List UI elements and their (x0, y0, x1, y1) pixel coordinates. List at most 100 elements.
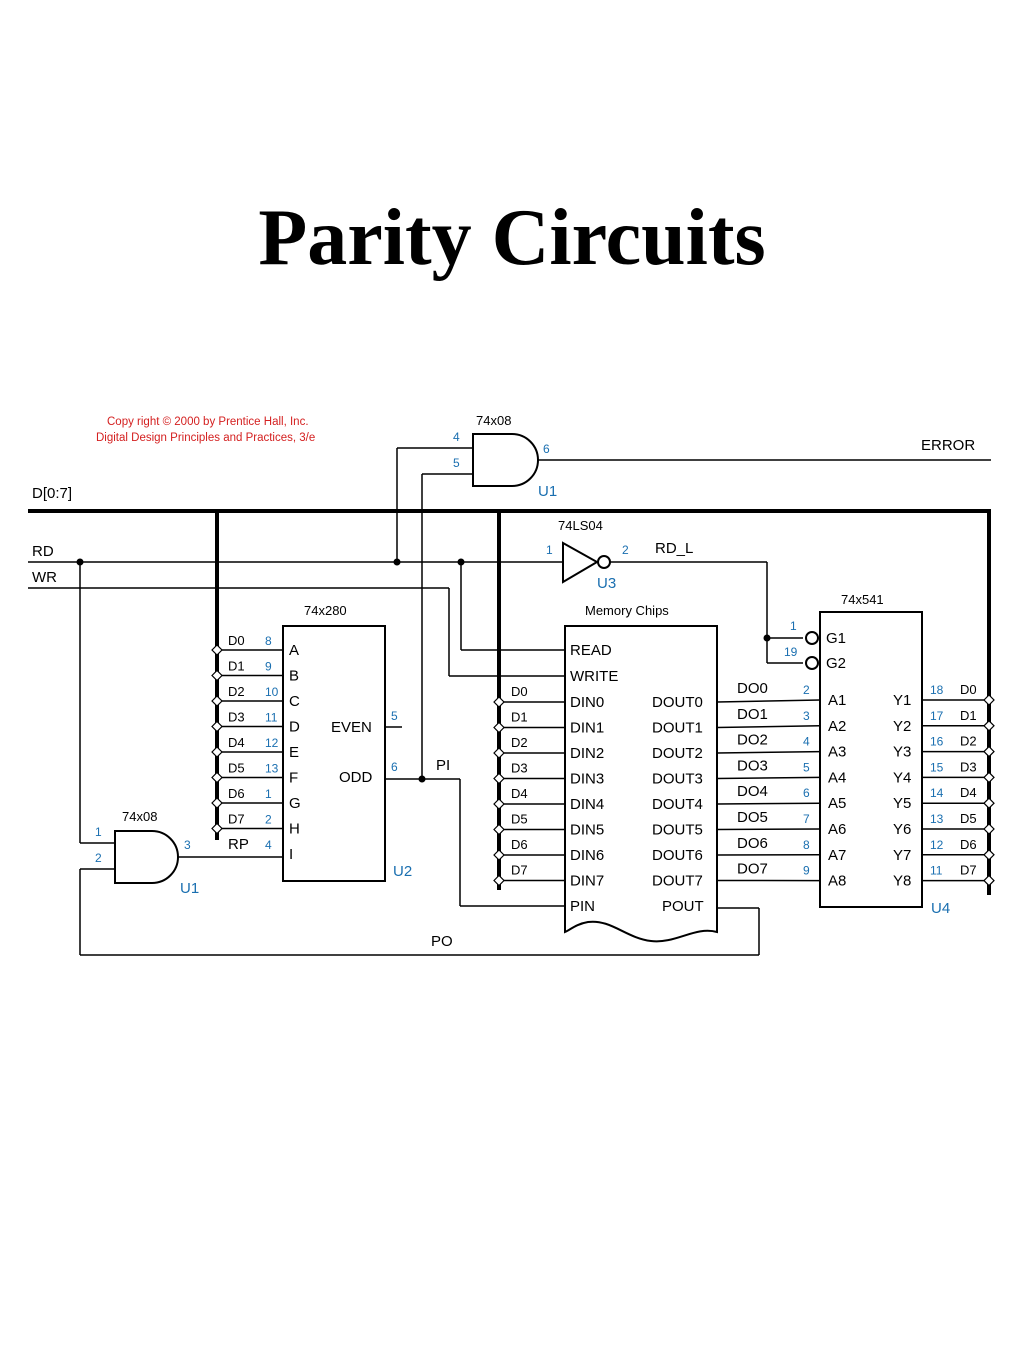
y-bus-label: D1 (960, 708, 977, 723)
bus-tap (983, 874, 995, 887)
chip-pin-name: B (289, 668, 299, 685)
pin-label: PIN (570, 898, 595, 915)
chip-type-label: 74x541 (841, 592, 884, 607)
chip-pin-name: F (289, 770, 298, 787)
do-wire (716, 828, 821, 831)
pin-number: 2 (803, 683, 810, 697)
do-wire (716, 699, 821, 703)
pin-number: 8 (265, 634, 272, 648)
pin-number: 11 (930, 864, 943, 878)
pin-number: 4 (453, 430, 460, 444)
bus-tap (211, 644, 223, 656)
do-wire (716, 802, 821, 805)
do-wire (716, 725, 821, 729)
pin-number: 11 (265, 711, 278, 725)
pin-number: 2 (95, 851, 102, 865)
dout-label: DOUT2 (652, 745, 703, 762)
pin-number: 4 (803, 735, 810, 749)
wr-label: WR (32, 569, 57, 586)
input-bus-label: RP (228, 836, 249, 853)
y-bus-label: D0 (960, 682, 977, 697)
chip-pin-name: C (289, 693, 300, 710)
pin-number: 2 (265, 813, 272, 827)
din-label: DIN5 (570, 822, 604, 839)
do-net-label: DO2 (737, 732, 768, 749)
y-pin-name: Y7 (893, 847, 911, 864)
page-title: Parity Circuits (258, 194, 766, 282)
bus-tap (493, 798, 505, 810)
and-gate-u1-bottom: 74x08 1 2 3 U1 (95, 809, 283, 897)
odd-label: ODD (339, 769, 373, 786)
a-pin-name: A3 (828, 744, 846, 761)
bus-tap (983, 745, 995, 758)
pin-number: 5 (803, 760, 810, 774)
bus-tap (983, 797, 995, 810)
dout-label: DOUT6 (652, 847, 703, 864)
a-pin-name: A4 (828, 769, 846, 786)
y-pin-name: Y3 (893, 744, 911, 761)
din-label: DIN1 (570, 720, 604, 737)
bus-tap (983, 823, 995, 835)
bus-tap (211, 771, 223, 784)
copyright-line-2: Digital Design Principles and Practices,… (96, 432, 315, 444)
pin-number: 13 (930, 812, 944, 826)
control-nets: RD WR (28, 447, 565, 844)
dout-label: DOUT4 (652, 796, 703, 813)
y-pin-name: Y6 (893, 821, 911, 838)
pin-number: 1 (546, 543, 553, 557)
a-pin-name: A2 (828, 718, 846, 735)
write-label: WRITE (570, 668, 618, 685)
din-label: DIN2 (570, 745, 604, 762)
din-bus-label: D4 (511, 786, 528, 801)
din-label: DIN0 (570, 694, 604, 711)
inverter-ref: U3 (597, 575, 616, 592)
parity-chip-u2: 74x280 EVEN ODD 5 6 U2 (282, 603, 412, 882)
rd-l-label: RD_L (655, 540, 693, 557)
bus-tap (211, 797, 223, 809)
y-pin-name: Y2 (893, 718, 911, 735)
gate-type-label: 74x08 (476, 413, 511, 428)
bus-tap (211, 695, 223, 707)
input-bus-label: D2 (228, 684, 245, 699)
dout-label: DOUT3 (652, 771, 703, 788)
y-pin-name: Y5 (893, 795, 911, 812)
bus-tap (211, 669, 223, 682)
input-bus-label: D4 (228, 735, 245, 750)
chip-ref: U4 (931, 900, 950, 917)
pin-number: 6 (543, 442, 550, 456)
do-wire (716, 750, 821, 754)
input-bus-label: D1 (228, 659, 245, 674)
copyright-line-1: Copy right © 2000 by Prentice Hall, Inc. (107, 416, 309, 428)
bus-tap (493, 849, 505, 861)
pin-number: 13 (265, 762, 279, 776)
pi-label: PI (436, 757, 450, 774)
chip-pin-name: G (289, 795, 301, 812)
y-bus-label: D6 (960, 837, 977, 852)
inverter-u3: 74LS04 1 2 U3 RD_L (546, 518, 803, 664)
dout-label: DOUT5 (652, 822, 703, 839)
input-bus-label: D5 (228, 761, 245, 776)
bus-tap (983, 719, 995, 732)
a-pin-name: A1 (828, 692, 846, 709)
rd-label: RD (32, 543, 54, 560)
pin-number: 1 (790, 619, 797, 633)
bus-tap (983, 848, 995, 861)
din-label: DIN4 (570, 796, 604, 813)
y-bus-label: D3 (960, 759, 977, 774)
do-net-label: DO1 (737, 706, 768, 723)
and-gate-u1-top: 74x08 4 5 6 U1 ERROR (422, 413, 991, 500)
pout-label: POUT (662, 898, 704, 915)
y-pin-name: Y1 (893, 692, 911, 709)
chip-pin-name: H (289, 821, 300, 838)
pin-number: 3 (803, 709, 810, 723)
chip-pin-name: E (289, 744, 299, 761)
do-net-label: DO5 (737, 809, 768, 826)
y-pin-name: Y8 (893, 873, 911, 890)
gate-type-label: 74x08 (122, 809, 157, 824)
pin-number: 8 (803, 838, 810, 852)
pin-number: 5 (391, 709, 398, 723)
din-bus-label: D2 (511, 735, 528, 750)
buffer-chip-u4: 74x541 G1 G2 1 19 U4 (784, 592, 950, 917)
a-pin-name: A5 (828, 795, 846, 812)
pin-number: 17 (930, 709, 944, 723)
